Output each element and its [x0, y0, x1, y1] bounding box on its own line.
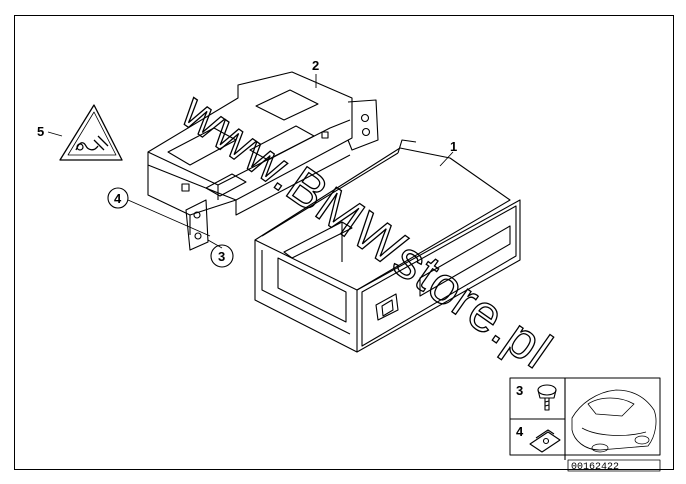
navigation-unit	[254, 139, 521, 353]
screw-icon	[537, 384, 557, 411]
leader-lines	[47, 74, 454, 249]
mounting-bracket	[147, 71, 379, 251]
car-silhouette-icon	[571, 389, 657, 453]
inset-screw-label: 3	[516, 383, 523, 398]
callout-5-label: 5	[37, 124, 44, 139]
callout-4-circle	[107, 187, 129, 209]
callout-3-circle	[210, 244, 234, 268]
callout-4-label: 4	[114, 191, 122, 206]
callout-2-label: 2	[312, 58, 319, 73]
catalog-number-box	[567, 459, 661, 472]
inset-clip-label: 4	[516, 424, 524, 439]
clip-nut-icon	[529, 429, 561, 453]
callout-1-label: 1	[450, 139, 457, 154]
diagram-frame	[14, 15, 674, 470]
callout-3-label: 3	[218, 249, 225, 264]
warning-label-triangle	[59, 104, 123, 161]
catalog-number: 00162422	[571, 462, 619, 473]
inset-panel	[509, 377, 661, 472]
watermark: www.BMWstore.pl	[170, 82, 562, 381]
